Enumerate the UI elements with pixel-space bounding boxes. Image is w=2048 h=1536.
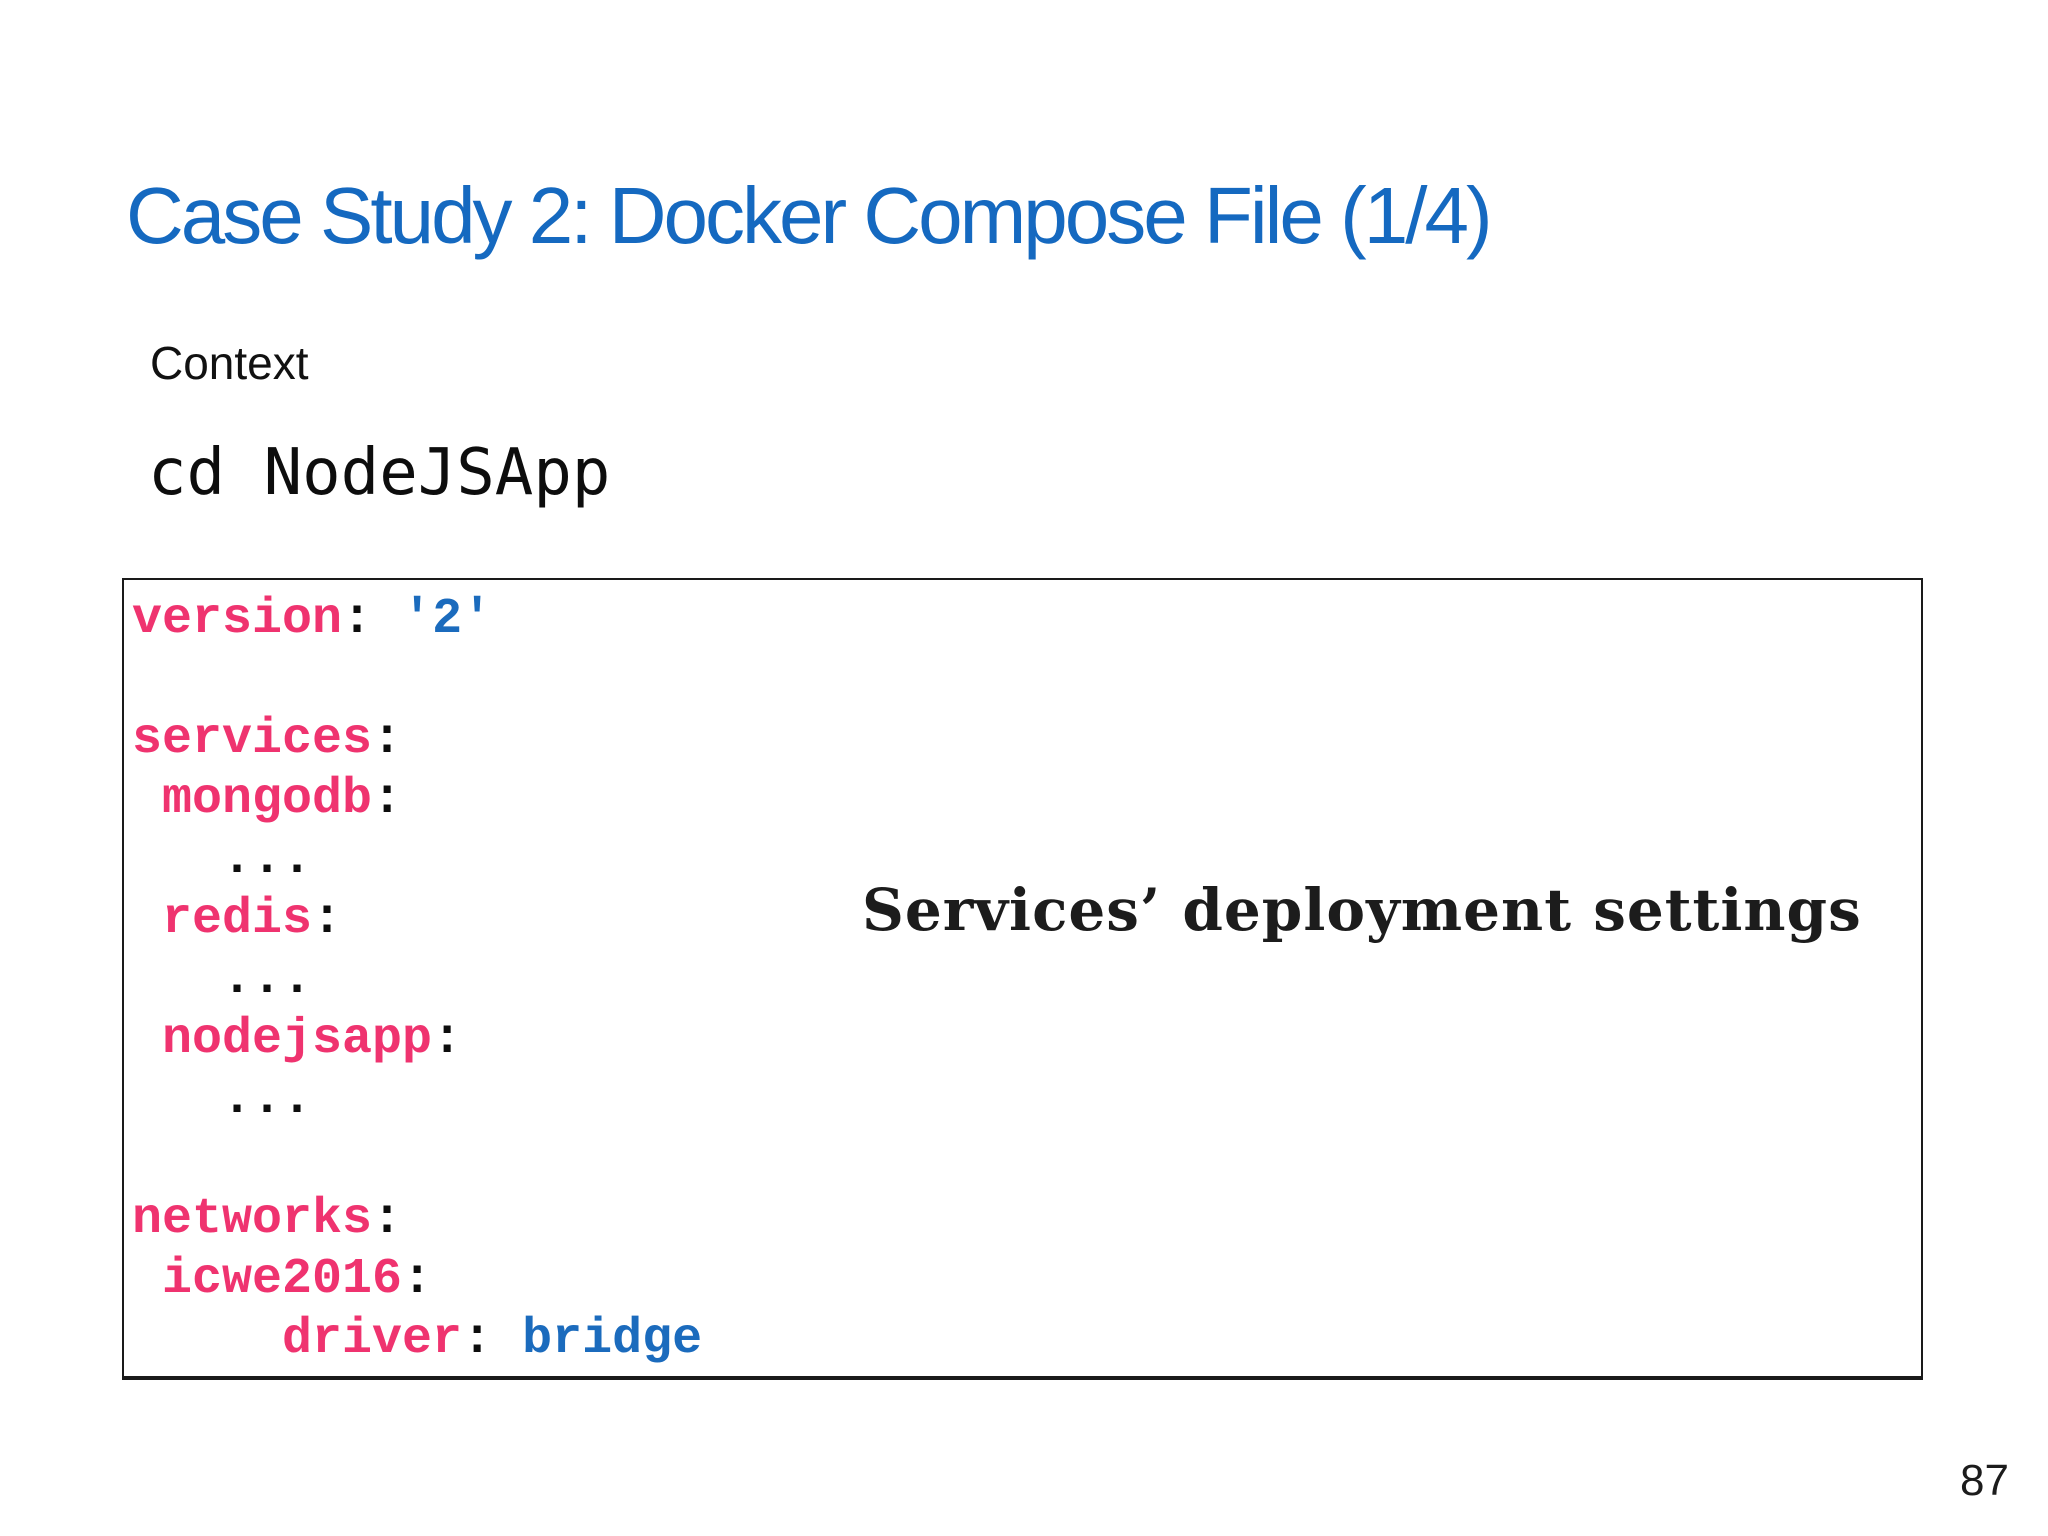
code-token-key: mongodb [162,771,373,828]
code-line: mongodb: [132,770,1917,830]
code-line [132,650,1917,710]
code-line: services: [132,710,1917,770]
code-token-plain: : [342,591,403,648]
code-token-value: '2' [402,591,493,648]
code-token-key: networks [132,1191,373,1248]
slide-title: Case Study 2: Docker Compose File (1/4) [126,171,1493,260]
code-line: networks: [132,1190,1917,1250]
code-token-key: driver [282,1311,463,1368]
code-token-key: redis [162,891,313,948]
code-token-plain: : [402,1251,433,1308]
handwritten-annotation: Services’ deployment settings [862,876,1862,944]
code-line [132,1130,1917,1190]
code-line: driver: bridge [132,1310,1917,1370]
code-token-plain: : [312,891,343,948]
code-token-plain [132,1251,162,1308]
code-line: ... [132,950,1917,1010]
code-token-plain: : [372,1191,403,1248]
page-number: 87 [1960,1456,2009,1505]
code-token-plain [132,1011,162,1068]
code-token-plain: ... [132,951,313,1008]
code-line: ... [132,1070,1917,1130]
shell-command: cd NodeJSApp [148,436,611,510]
code-token-plain [132,1311,282,1368]
code-block: version: '2' services: mongodb: ... redi… [132,590,1917,1370]
code-token-key: nodejsapp [162,1011,433,1068]
code-token-key: services [132,711,373,768]
code-token-plain: ... [132,1071,313,1128]
code-line: icwe2016: [132,1250,1917,1310]
code-token-plain: : [372,711,403,768]
code-token-value: bridge [522,1311,703,1368]
code-token-plain: : [462,1311,523,1368]
code-line: ... [132,830,1917,890]
context-label: Context [150,337,309,389]
code-token-plain [132,771,162,828]
code-token-key: icwe2016 [162,1251,403,1308]
code-line: redis: [132,890,1917,950]
code-line: nodejsapp: [132,1010,1917,1070]
code-token-plain [132,891,162,948]
code-line: version: '2' [132,590,1917,650]
code-token-plain: : [432,1011,463,1068]
code-token-plain: ... [132,831,313,888]
code-token-plain: : [372,771,403,828]
code-token-key: version [132,591,343,648]
code-box: version: '2' services: mongodb: ... redi… [122,578,1923,1380]
